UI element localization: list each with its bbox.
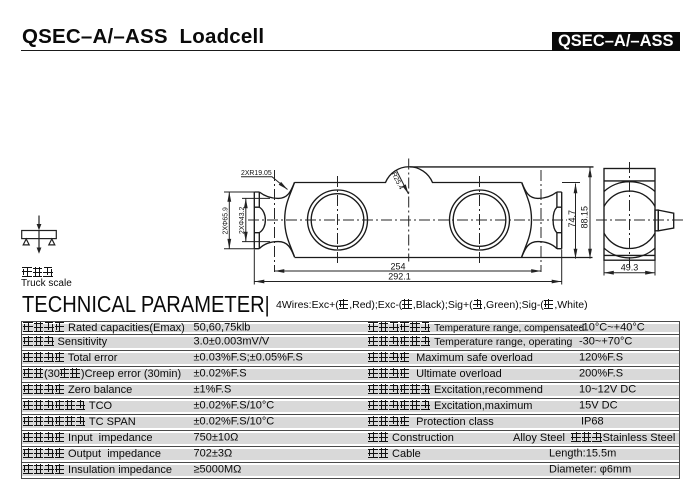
svg-text:74.7: 74.7 — [567, 210, 577, 228]
svg-text:292.1: 292.1 — [388, 271, 411, 281]
svg-text:2XΦ43.2: 2XΦ43.2 — [239, 206, 246, 234]
svg-text:2XΦ65.9: 2XΦ65.9 — [223, 207, 230, 235]
svg-text:254: 254 — [390, 261, 405, 271]
svg-text:2XR19.05: 2XR19.05 — [241, 170, 272, 177]
svg-text:49.3: 49.3 — [621, 263, 639, 273]
svg-text:88.15: 88.15 — [580, 206, 590, 229]
